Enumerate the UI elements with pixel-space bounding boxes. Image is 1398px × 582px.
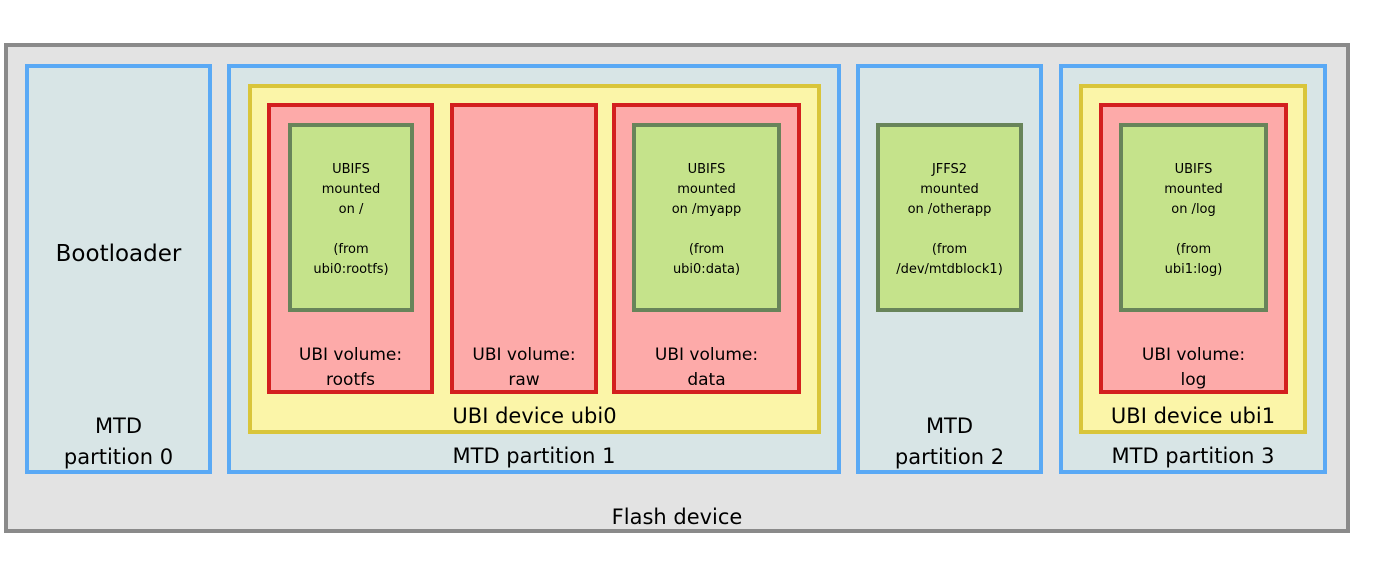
mtd-partition-1-label: MTD partition 1 (452, 444, 616, 468)
mtd-partition-0: Bootloader MTD partition 0 (25, 64, 212, 474)
ubi-volume-raw-label: UBI volume: raw (472, 345, 576, 390)
ubi-device-ubi0-label: UBI device ubi0 (452, 404, 617, 428)
filesystem-ubifs-log: UBIFS mounted on /log (from ubi1:log) (1119, 123, 1268, 312)
filesystem-ubifs-root: UBIFS mounted on / (from ubi0:rootfs) (288, 123, 414, 312)
ubi-volume-log-label: UBI volume: log (1141, 345, 1246, 390)
mtd-partition-3-label: MTD partition 3 (1111, 444, 1275, 468)
flash-device-label: Flash device (611, 505, 743, 529)
filesystem-ubifs-log-label: UBIFS mounted on /log (from ubi1:log) (1164, 162, 1223, 277)
filesystem-ubifs-myapp-label: UBIFS mounted on /myapp (from ubi0:data) (671, 162, 742, 277)
filesystem-ubifs-root-label: UBIFS mounted on / (from ubi0:rootfs) (313, 162, 389, 277)
mtd-partition-2-label: MTD partition 2 (894, 414, 1005, 469)
ubi-volume-raw: UBI volume: raw (450, 103, 598, 394)
filesystem-jffs2-otherapp-label: JFFS2 mounted on /otherapp (from /dev/mt… (896, 162, 1003, 277)
ubi-volume-rootfs-label: UBI volume: rootfs (298, 345, 403, 390)
mtd-partition-0-label: MTD partition 0 (63, 414, 174, 469)
filesystem-jffs2-otherapp: JFFS2 mounted on /otherapp (from /dev/mt… (876, 123, 1023, 312)
ubi-volume-data-label: UBI volume: data (654, 345, 759, 390)
bootloader-label: Bootloader (55, 241, 182, 267)
ubi-device-ubi1-label: UBI device ubi1 (1110, 404, 1276, 428)
filesystem-ubifs-myapp: UBIFS mounted on /myapp (from ubi0:data) (632, 123, 781, 312)
